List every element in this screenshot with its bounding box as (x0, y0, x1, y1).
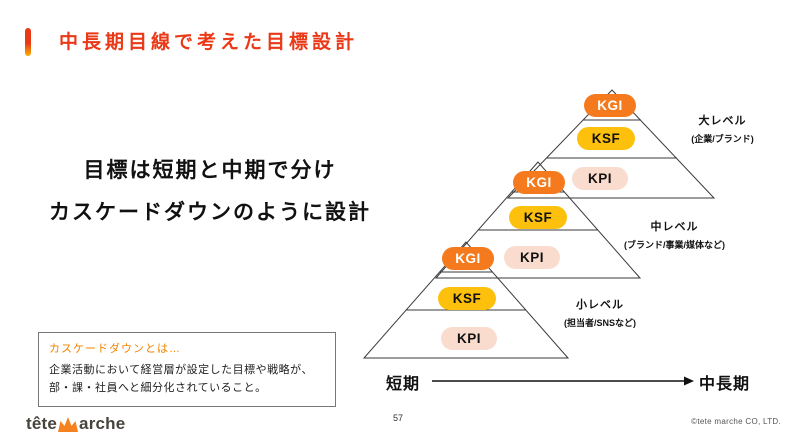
level-label-mid: 中レベル (ブランド/事業/媒体など) (622, 218, 727, 251)
level-scope-small: (担当者/SNSなど) (563, 318, 636, 328)
timeline-label-short: 短期 (386, 376, 421, 393)
note-box-line-2: 部・課・社員へと細分化されていること。 (49, 382, 267, 395)
main-heading: 目標は短期と中期で分け カスケードダウンのように設計 (15, 150, 405, 234)
page-number: 57 (392, 413, 403, 423)
level-label-small: 小レベル (担当者/SNSなど) (550, 296, 650, 329)
note-box-line-1: 企業活動において経営層が設定した目標や戦略が、 (49, 364, 313, 376)
ksf-pill-small: KSF (438, 287, 496, 310)
ksf-pill-mid: KSF (509, 206, 567, 229)
kpi-pill-mid: KPI (504, 246, 560, 269)
level-scope-mid: (ブランド/事業/媒体など) (624, 240, 725, 250)
level-scope-large: (企業/ブランド) (691, 134, 754, 144)
tetemarche-logo: tête arche (26, 414, 125, 434)
heading-line-1: 目標は短期と中期で分け (83, 159, 337, 182)
note-box-title: カスケードダウンとは… (49, 343, 181, 355)
cascade-down-note-box: カスケードダウンとは… 企業活動において経営層が設定した目標や戦略が、 部・課・… (38, 332, 336, 408)
ksf-pill-large: KSF (577, 127, 635, 150)
kpi-pill-large: KPI (572, 167, 628, 190)
level-name-small: 小レベル (576, 299, 624, 311)
heading-line-2: カスケードダウンのように設計 (49, 201, 371, 224)
kgi-pill-small: KGI (442, 247, 494, 270)
level-name-mid: 中レベル (650, 221, 699, 233)
logo-crown-m-icon (58, 417, 79, 432)
kgi-pill-large: KGI (584, 94, 636, 117)
kpi-pill-small: KPI (441, 327, 497, 350)
title-accent-bar (25, 28, 31, 56)
page-title: 中長期目線で考えた目標設計 (59, 32, 359, 53)
level-label-large: 大レベル (企業/ブランド) (675, 112, 770, 145)
level-name-large: 大レベル (698, 115, 747, 127)
timeline-label-midlong: 中長期 (699, 376, 751, 393)
kgi-pill-mid: KGI (513, 171, 565, 194)
logo-text-suffix: arche (79, 414, 126, 433)
timeline-arrow-head (684, 376, 694, 386)
logo-text-prefix: tête (26, 414, 58, 433)
copyright-text: ©tete marche CO, LTD. (691, 417, 781, 426)
